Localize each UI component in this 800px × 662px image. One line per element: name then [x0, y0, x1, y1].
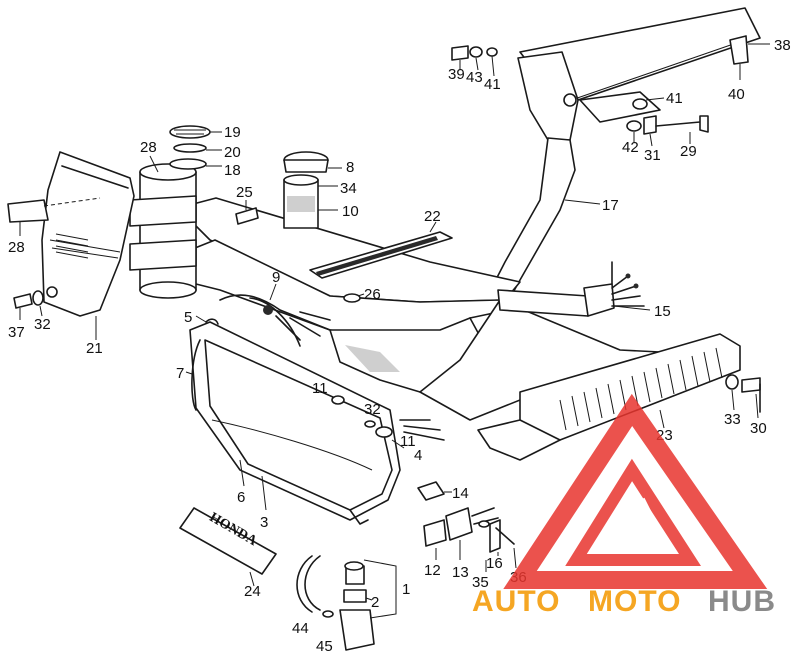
label-3: 3 — [260, 514, 268, 531]
label-32b: 32 — [364, 401, 381, 418]
label-24: 24 — [244, 583, 261, 600]
label-40: 40 — [728, 86, 745, 103]
label-37: 37 — [8, 324, 25, 341]
watermark-text: AUTO MOTO HUB — [472, 585, 776, 618]
label-29: 29 — [680, 143, 697, 160]
label-2: 2 — [371, 594, 379, 611]
label-5: 5 — [184, 309, 192, 326]
label-41a: 41 — [484, 76, 501, 93]
ignition-coil — [497, 261, 651, 317]
label-4: 4 — [414, 447, 422, 464]
label-26: 26 — [364, 286, 381, 303]
front-cover — [41, 151, 135, 340]
step-panel — [309, 221, 453, 279]
label-30: 30 — [750, 420, 767, 437]
small-bolts — [235, 200, 365, 303]
label-16: 16 — [486, 555, 503, 572]
floor-step — [477, 333, 741, 461]
label-13: 13 — [452, 564, 469, 581]
head-tube — [129, 155, 197, 299]
label-32a: 32 — [34, 316, 51, 333]
front-emblem — [7, 197, 101, 236]
steering-caps — [169, 125, 222, 170]
label-8: 8 — [346, 159, 354, 176]
label-25: 25 — [236, 184, 253, 201]
front-screws — [13, 290, 44, 320]
label-45: 45 — [316, 638, 333, 655]
watermark-moto: MOTO — [588, 585, 681, 618]
label-35: 35 — [472, 574, 489, 591]
label-17: 17 — [602, 197, 619, 214]
fuel-cap-assembly — [283, 151, 342, 229]
label-38: 38 — [774, 37, 791, 54]
label-20: 20 — [224, 144, 241, 161]
label-9: 9 — [272, 269, 280, 286]
label-19: 19 — [224, 124, 241, 141]
label-44: 44 — [292, 620, 309, 637]
watermark-triangle-outer — [503, 393, 768, 589]
label-15: 15 — [654, 303, 671, 320]
label-31: 31 — [644, 147, 661, 164]
part-number-labels: 1 2 3 4 5 6 7 8 9 10 11 11 12 13 14 15 1… — [8, 37, 791, 655]
label-18: 18 — [224, 162, 241, 179]
label-11b: 11 — [400, 433, 416, 450]
wire-harness — [219, 283, 331, 347]
grommets — [331, 395, 445, 449]
watermark-gap — [635, 497, 665, 543]
label-10: 10 — [342, 203, 359, 220]
label-1: 1 — [402, 581, 410, 598]
fuel-cock — [296, 555, 397, 651]
label-39: 39 — [448, 66, 465, 83]
label-34: 34 — [340, 180, 357, 197]
watermark-triangle-inner — [565, 458, 702, 566]
label-6: 6 — [237, 489, 245, 506]
rear-hardware — [451, 35, 770, 419]
watermark-logo — [503, 393, 768, 589]
label-41b: 41 — [666, 90, 683, 107]
label-12: 12 — [424, 562, 441, 579]
label-42: 42 — [622, 139, 639, 156]
label-28a: 28 — [140, 139, 157, 156]
label-14: 14 — [452, 485, 469, 502]
label-43: 43 — [466, 69, 483, 86]
label-33: 33 — [724, 411, 741, 428]
label-28b: 28 — [8, 239, 25, 256]
fuel-tank — [185, 315, 401, 525]
mounting-bracket — [417, 481, 517, 572]
label-21: 21 — [86, 340, 103, 357]
watermark-auto: AUTO — [472, 585, 560, 618]
watermark-hub: HUB — [708, 585, 776, 618]
label-22: 22 — [424, 208, 441, 225]
label-7: 7 — [176, 365, 184, 382]
label-11a: 11 — [312, 380, 328, 397]
